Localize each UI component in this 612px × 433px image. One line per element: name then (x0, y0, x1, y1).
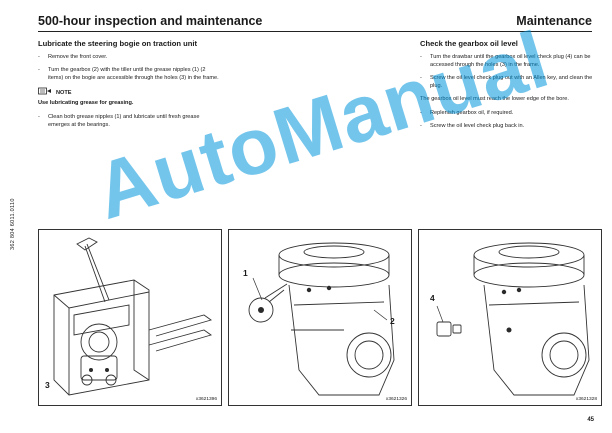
figure-callout: 4 (430, 293, 435, 303)
header-title-left: 500-hour inspection and maintenance (38, 14, 263, 28)
figure-bogie-grease-nipples: 1 2 x3621326 (228, 229, 412, 406)
figure-callout: 1 (243, 268, 248, 278)
page-number: 45 (587, 417, 594, 423)
step-text: Turn the gearbox (2) with the tiller unt… (48, 67, 219, 82)
figure-code: x3621328 (575, 397, 597, 402)
step-item: -Screw the oil level check plug out with… (420, 75, 593, 90)
step-item: -Turn the gearbox (2) with the tiller un… (38, 67, 219, 82)
step-text: Screw the oil level check plug out with … (430, 75, 593, 90)
figure-callout: 3 (45, 380, 50, 390)
step-item: -Screw the oil level check plug back in. (420, 122, 525, 129)
step-item: -Remove the front cover. (38, 54, 108, 60)
left-column: Lubricate the steering bogie on traction… (38, 38, 220, 134)
step-item: -Replenish gearbox oil, if required. (420, 109, 514, 116)
note-heading: NOTE (38, 87, 220, 98)
figure-callout: 2 (390, 316, 395, 326)
step-text: Remove the front cover. (48, 54, 108, 60)
figure-code: x3621396 (195, 397, 217, 402)
figure-pallet-truck: 3 x3621396 (38, 229, 222, 406)
header-rule (38, 31, 592, 33)
header-title-right: Maintenance (516, 14, 592, 28)
right-column: Check the gearbox oil level -Turn the dr… (420, 38, 595, 135)
step-text: Screw the oil level check plug back in. (430, 122, 525, 129)
section-heading-steering-bogie: Lubricate the steering bogie on traction… (38, 39, 198, 48)
note-label: NOTE (56, 89, 72, 96)
figure-code: x3621326 (385, 397, 407, 402)
side-document-code: 362 804 6011.0110 (10, 198, 16, 250)
step-text: Replenish gearbox oil, if required. (430, 109, 514, 116)
step-item: -Clean both grease nipples (1) and lubri… (38, 113, 200, 128)
note-text: Use lubricating grease for greasing. (38, 100, 134, 107)
paragraph-oil-level: The gearbox oil level must reach the low… (420, 96, 569, 103)
step-item: -Turn the drawbar until the gearbox oil … (420, 54, 591, 69)
step-text: Clean both grease nipples (1) and lubric… (48, 113, 200, 128)
step-text: Turn the drawbar until the gearbox oil l… (430, 54, 591, 69)
note-hand-icon (38, 87, 52, 98)
figure-gearbox-oil-plug: 4 x3621328 (418, 229, 602, 406)
section-heading-gearbox-oil: Check the gearbox oil level (420, 39, 518, 48)
